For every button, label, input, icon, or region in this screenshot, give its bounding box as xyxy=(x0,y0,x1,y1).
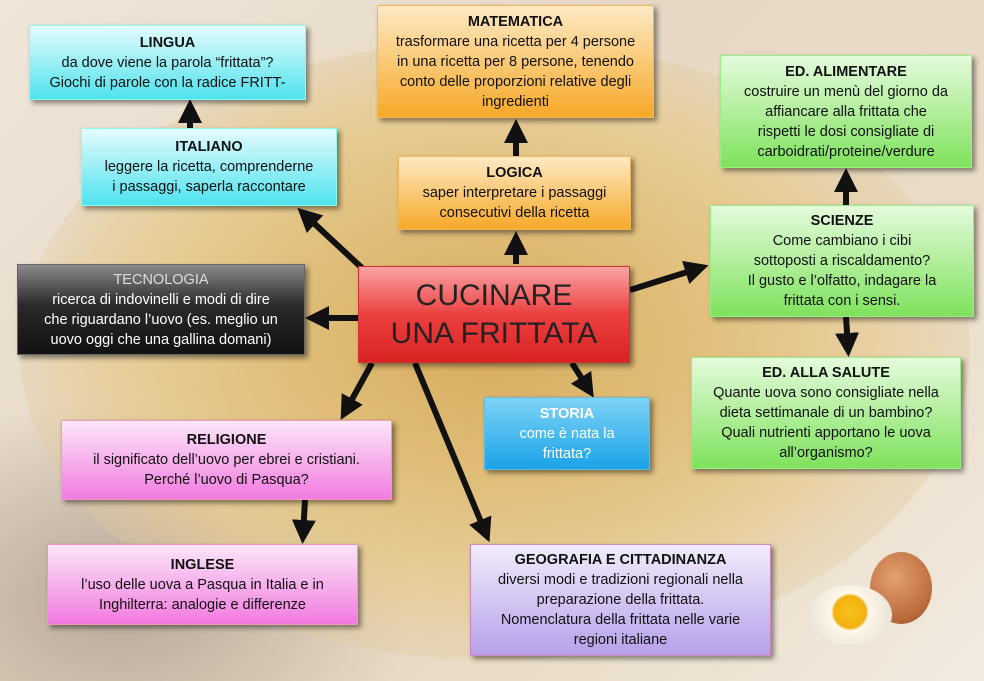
center-title-line2: UNA FRITTATA xyxy=(390,316,598,350)
node-scienze: SCIENZE Come cambiano i cibi sottoposti … xyxy=(710,205,974,317)
node-title: RELIGIONE xyxy=(186,432,267,448)
center-title-line1: CUCINARE xyxy=(415,278,573,312)
node-ed-alimentare: ED. ALIMENTARE costruire un menù del gio… xyxy=(720,55,972,168)
node-text: affiancare alla frittata che xyxy=(765,103,927,120)
node-tecnologia: TECNOLOGIA ricerca di indovinelli e modi… xyxy=(17,264,305,355)
node-text: frittata con i sensi. xyxy=(783,293,901,309)
arrow-center-religione xyxy=(340,361,375,420)
node-matematica: MATEMATICA trasformare una ricetta per 4… xyxy=(377,5,654,118)
node-title: MATEMATICA xyxy=(467,13,564,30)
node-text: ricerca di indovinelli e modi di dire xyxy=(52,291,270,308)
node-text: uovo oggi che una gallina domani) xyxy=(50,331,272,348)
center-node: CUCINARE UNA FRITTATA xyxy=(358,266,630,363)
arrow-center-storia xyxy=(569,361,594,398)
node-ed-alla-salute: ED. ALLA SALUTE Quante uova sono consigl… xyxy=(691,357,961,469)
node-text: rispetti le dosi consigliate di xyxy=(757,123,935,140)
node-text: trasformare una ricetta per 4 persone xyxy=(395,33,636,50)
arrow-center-italiano xyxy=(297,207,365,271)
arrow-center-geografia xyxy=(412,361,492,543)
node-title: GEOGRAFIA E CITTADINANZA xyxy=(514,552,727,568)
node-text: dieta settimanale di un bambino? xyxy=(719,405,933,421)
node-text: frittata? xyxy=(542,445,592,462)
node-title: TECNOLOGIA xyxy=(113,271,209,288)
arrow-religione-inglese xyxy=(291,499,316,544)
node-title: ITALIANO xyxy=(175,139,243,155)
node-italiano: ITALIANO leggere la ricetta, comprendern… xyxy=(81,128,337,206)
node-lingua: LINGUA da dove viene la parola “frittata… xyxy=(29,25,306,100)
node-inglese: INGLESE l’uso delle uova a Pasqua in Ita… xyxy=(47,544,358,625)
node-text: in una ricetta per 8 persone, tenendo xyxy=(397,53,634,70)
node-text: Giochi di parole con la radice FRITT- xyxy=(49,74,286,91)
node-title: LINGUA xyxy=(139,34,196,51)
node-text: Il gusto e l’olfatto, indagare la xyxy=(747,273,937,289)
node-text: l’uso delle uova a Pasqua in Italia e in xyxy=(81,576,324,593)
node-text: regioni italiane xyxy=(573,632,668,648)
node-title: LOGICA xyxy=(486,165,543,181)
node-text: Nomenclatura della frittata nelle varie xyxy=(500,612,741,628)
node-text: diversi modi e tradizioni regionali nell… xyxy=(497,572,743,588)
node-title: ED. ALLA SALUTE xyxy=(762,365,890,381)
node-text: consecutivi della ricetta xyxy=(439,205,590,221)
node-title: SCIENZE xyxy=(810,213,874,229)
node-text: sottoposti a riscaldamento? xyxy=(753,253,931,269)
node-text: costruire un menù del giorno da xyxy=(744,83,948,100)
node-text: Come cambiano i cibi xyxy=(772,233,912,249)
node-title: INGLESE xyxy=(170,556,235,573)
node-logica: LOGICA saper interpretare i passaggi con… xyxy=(398,156,631,230)
node-text: Quali nutrienti apportano le uova xyxy=(721,425,931,441)
node-text: il significato dell’uovo per ebrei e cri… xyxy=(93,452,360,468)
node-text: preparazione della frittata. xyxy=(536,592,705,608)
arrow-scienze-salute xyxy=(835,316,860,357)
node-religione: RELIGIONE il significato dell’uovo per e… xyxy=(61,420,392,500)
node-text: ingredienti xyxy=(482,93,549,110)
node-text: carboidrati/proteine/verdure xyxy=(757,143,935,160)
node-text: Inghilterra: analogie e differenze xyxy=(99,596,306,613)
node-storia: STORIA come è nata la frittata? xyxy=(484,397,650,470)
node-text: come è nata la xyxy=(519,425,615,442)
node-text: leggere la ricetta, comprenderne xyxy=(104,159,314,175)
node-text: da dove viene la parola “frittata”? xyxy=(61,54,274,71)
node-text: Perché l’uovo di Pasqua? xyxy=(144,472,309,488)
node-text: i passaggi, saperla raccontare xyxy=(112,179,306,195)
node-text: all’organismo? xyxy=(779,445,873,461)
node-text: Quante uova sono consigliate nella xyxy=(713,385,939,401)
node-text: conto delle proporzioni relative degli xyxy=(399,73,632,90)
node-geografia-cittadinanza: GEOGRAFIA E CITTADINANZA diversi modi e … xyxy=(470,544,771,656)
egg-yolk-image xyxy=(808,585,892,645)
node-title: STORIA xyxy=(539,405,595,422)
node-title: ED. ALIMENTARE xyxy=(785,63,907,80)
node-text: che riguardano l’uovo (es. meglio un xyxy=(44,311,278,328)
node-text: saper interpretare i passaggi xyxy=(422,185,607,201)
arrow-center-scienze xyxy=(629,261,709,293)
